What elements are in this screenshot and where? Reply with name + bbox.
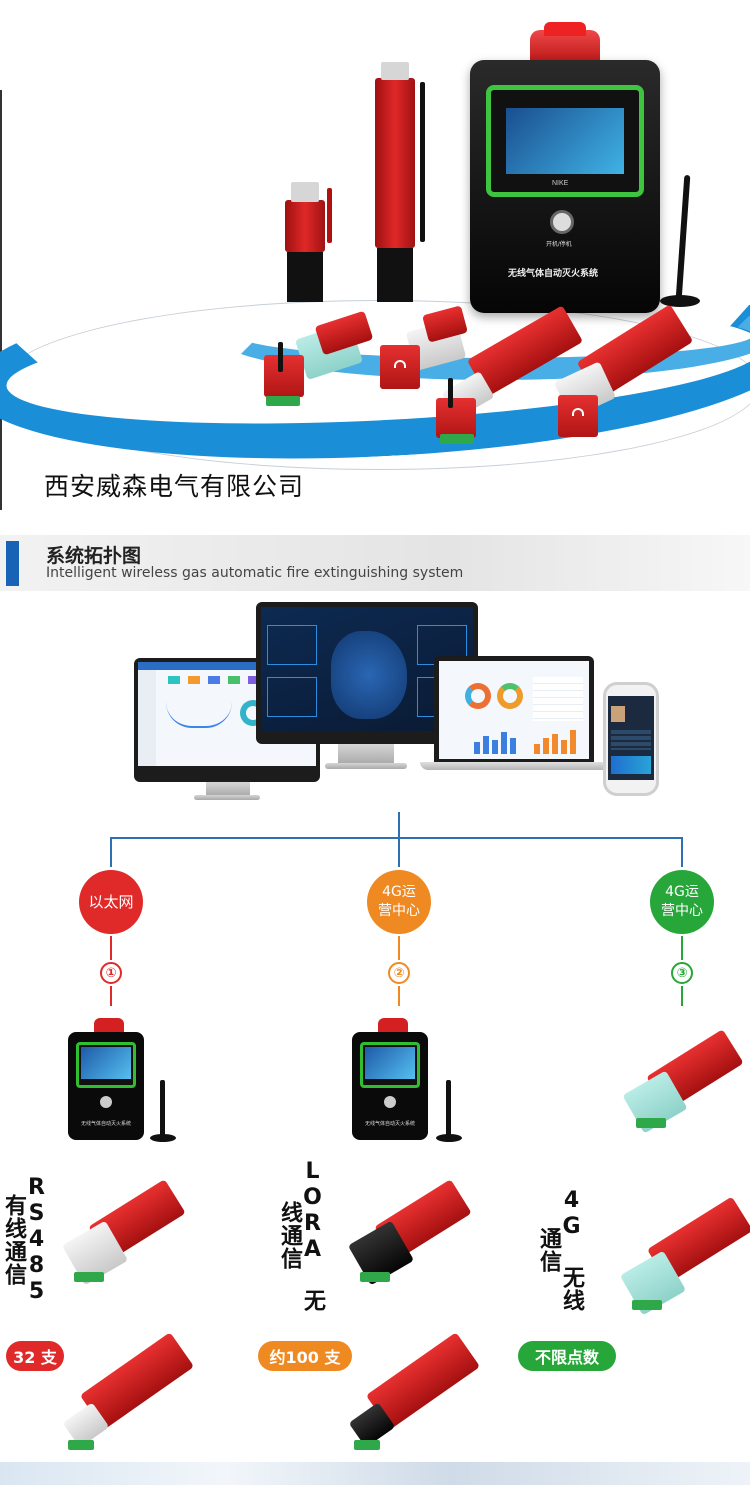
step-number: ① [100, 962, 122, 984]
detector-wire [327, 188, 332, 243]
cabinet-button-label: 开机/停机 [546, 242, 572, 248]
chart-bar [570, 730, 576, 754]
antenna-icon [446, 1080, 451, 1138]
chart-bar [474, 742, 480, 754]
cabinet-title: 无线气体自动灭火系统 [80, 1121, 131, 1127]
detector-icon [375, 78, 415, 248]
chart-bar [492, 740, 498, 754]
capacity-badge: 不限点数 [518, 1341, 616, 1371]
detector-cap [291, 182, 319, 202]
chart-bar [534, 744, 540, 754]
trunk-line [398, 812, 400, 838]
antenna-icon [448, 378, 453, 408]
laptop-base [420, 762, 610, 770]
chart-bar [561, 740, 567, 754]
terminal-block [74, 1272, 104, 1282]
module-face [436, 398, 476, 438]
comm-label-lora: LORA 无线通信 [277, 1158, 325, 1312]
cabinet-brand: NIKE [552, 180, 569, 187]
bottom-strip [0, 1462, 750, 1485]
node-label: 以太网 [88, 892, 134, 911]
detector-base [287, 252, 323, 302]
branch-line [110, 936, 112, 960]
chart-bar [552, 734, 558, 754]
antenna-base [150, 1134, 176, 1142]
branch-line [110, 986, 112, 1006]
chart-bar [483, 736, 489, 754]
phone-screen [608, 696, 654, 780]
hero-section: NIKE 开机/停机 无线气体自动灭火系统 西安威森电气有限公司 [0, 0, 750, 510]
detector-icon [285, 200, 325, 252]
cabinet-icon: 无线气体自动灭火系统 [352, 1032, 428, 1140]
cabinet-title: 无线气体自动灭火系统 [364, 1121, 415, 1127]
section-title: 系统拓扑图 [46, 545, 142, 567]
step-number: ③ [671, 962, 693, 984]
alarm-lamp [530, 22, 600, 64]
section-header [0, 535, 750, 591]
cabinet-title: 无线气体自动灭火系统 [508, 269, 599, 279]
section-subtitle: Intelligent wireless gas automatic fire … [46, 565, 464, 581]
alarm-lamp [94, 1018, 124, 1034]
company-name: 西安威森电气有限公司 [44, 472, 305, 501]
module-face [264, 355, 304, 397]
left-edge-line [0, 90, 2, 510]
chart-bar [543, 738, 549, 754]
drop-line [681, 837, 683, 867]
branch-line [398, 936, 400, 960]
bus-line [110, 837, 683, 839]
antenna-base [660, 295, 700, 307]
terminal-block [354, 1440, 380, 1450]
antenna-icon [675, 174, 691, 301]
detector-wire [420, 82, 425, 242]
detector-base [377, 248, 413, 302]
module-face [558, 395, 598, 437]
chart-donut [497, 683, 523, 709]
chart-bar [510, 738, 516, 754]
branch-line [398, 986, 400, 1006]
branch-line [681, 986, 683, 1006]
chart-donut [465, 683, 491, 709]
comm-label-rs485: RS485 有线通信 [1, 1175, 49, 1305]
terminal-block [68, 1440, 94, 1450]
drop-line [398, 837, 400, 867]
monitor-stand [206, 782, 250, 796]
capacity-badge: 32 支 [6, 1341, 64, 1371]
wireless-icon [572, 408, 584, 416]
cabinet-icon: 无线气体自动灭火系统 [68, 1032, 144, 1140]
antenna-icon [160, 1080, 165, 1138]
comm-label-4g: 4G 无线通信 [536, 1188, 584, 1312]
monitor-stand [338, 744, 394, 764]
monitor-foot [194, 795, 260, 800]
antenna-icon [278, 342, 283, 372]
cabinet-power-button [550, 210, 574, 234]
cabinet-screen [506, 108, 624, 174]
branch-line [681, 936, 683, 960]
section-accent-bar [6, 541, 19, 586]
node-label: 4G运营中心 [661, 884, 703, 919]
detector-cap [381, 62, 409, 80]
terminal-block [440, 434, 474, 444]
terminal-block [266, 396, 300, 406]
alarm-lamp [378, 1018, 408, 1034]
terminal-block [632, 1300, 662, 1310]
terminal-block [636, 1118, 666, 1128]
drop-line [110, 837, 112, 867]
ethernet-node: 以太网 [79, 870, 143, 934]
antenna-base [436, 1134, 462, 1142]
step-number: ② [388, 962, 410, 984]
4g-center-node: 4G运营中心 [367, 870, 431, 934]
chart-bar [501, 732, 507, 754]
node-label: 4G运营中心 [378, 884, 420, 919]
4g-center-node: 4G运营中心 [650, 870, 714, 934]
wireless-icon [394, 360, 406, 368]
monitor-foot [325, 763, 407, 769]
capacity-badge: 约100 支 [258, 1341, 352, 1371]
terminal-block [360, 1272, 390, 1282]
